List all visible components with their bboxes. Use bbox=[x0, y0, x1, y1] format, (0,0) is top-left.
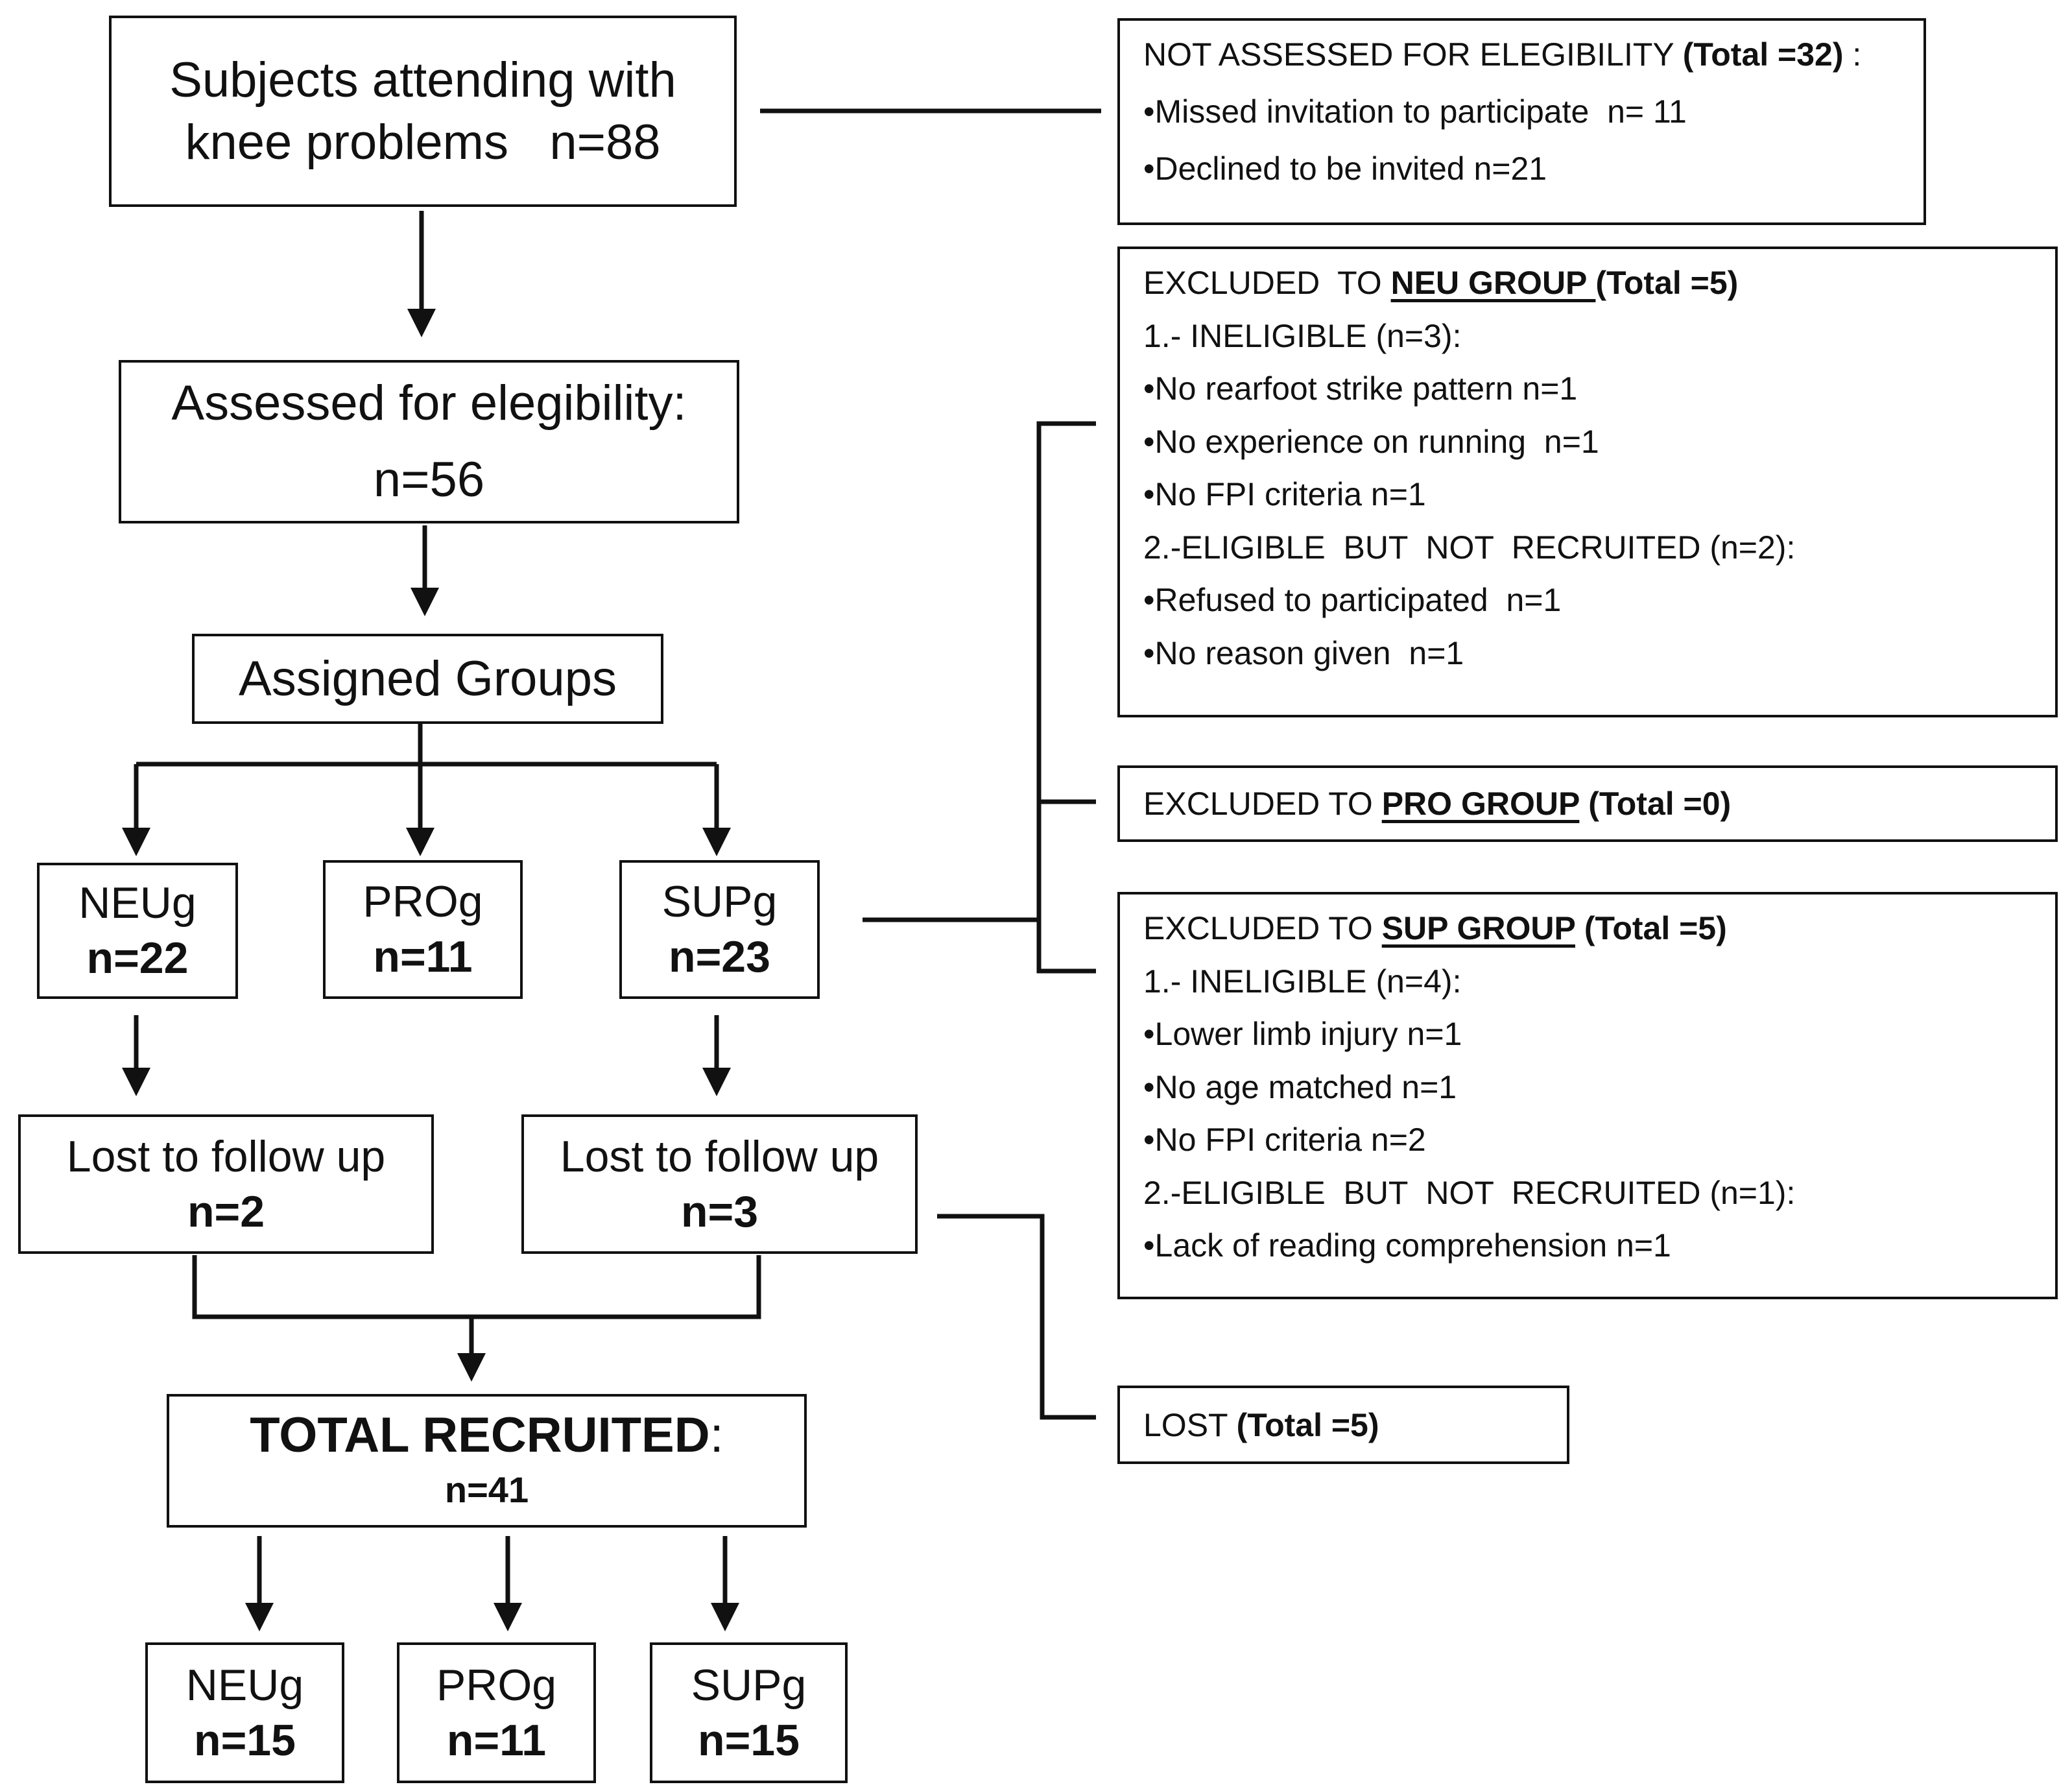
excluded-pro-group: PRO GROUP bbox=[1381, 786, 1580, 822]
line-to-lost bbox=[937, 1214, 1096, 1420]
arrowhead bbox=[122, 828, 150, 856]
excluded-neu-line: •No experience on running n=1 bbox=[1143, 423, 1599, 460]
excluded-sup-panel: EXCLUDED TO SUP GROUP (Total =5) 1.- INE… bbox=[1117, 892, 2058, 1299]
arrowhead bbox=[406, 828, 435, 856]
assigned-box: Assigned Groups bbox=[192, 634, 663, 724]
final-group-name: NEUg bbox=[185, 1660, 304, 1710]
excluded-neu-line: •Refused to participated n=1 bbox=[1143, 582, 1562, 618]
not-assessed-title: NOT ASSESSED FOR ELEGIBILITY (Total =32)… bbox=[1143, 36, 1862, 73]
bracket-exclusions bbox=[1036, 421, 1096, 974]
lost-followup-box-supg: Lost to follow up n=3 bbox=[521, 1114, 918, 1254]
group-name: NEUg bbox=[78, 878, 196, 928]
not-assessed-total: (Total =32) bbox=[1682, 36, 1844, 73]
arrowhead bbox=[407, 309, 436, 337]
subjects-line2: knee problems n=88 bbox=[185, 114, 661, 170]
group-count: n=22 bbox=[86, 933, 189, 983]
assigned-label: Assigned Groups bbox=[239, 651, 617, 706]
arrowhead bbox=[494, 1603, 522, 1631]
assessed-line1: Assessed for elegibility: bbox=[171, 376, 687, 431]
subjects-box: Subjects attending with knee problems n=… bbox=[109, 16, 737, 207]
excluded-pro-total: (Total =0) bbox=[1579, 786, 1732, 822]
excluded-neu-line: 2.-ELIGIBLE BUT NOT RECRUITED (n=2): bbox=[1143, 529, 1796, 566]
excluded-neu-line: •No reason given n=1 bbox=[1143, 634, 1464, 671]
lost-followup-count: n=2 bbox=[187, 1186, 265, 1236]
lost-followup-label: Lost to follow up bbox=[560, 1131, 879, 1181]
group-box-neug: NEUg n=22 bbox=[37, 863, 238, 999]
arrowhead bbox=[702, 828, 731, 856]
group-name: PROg bbox=[363, 877, 483, 926]
final-group-box-neug: NEUg n=15 bbox=[145, 1642, 344, 1783]
excluded-sup-group: SUP GROUP bbox=[1381, 910, 1575, 946]
total-label: TOTAL RECRUITED bbox=[250, 1408, 710, 1463]
final-group-count: n=15 bbox=[698, 1715, 800, 1765]
excluded-sup-line: •Lower limb injury n=1 bbox=[1143, 1016, 1462, 1052]
total-colon: : bbox=[709, 1408, 724, 1463]
excluded-pro-title: EXCLUDED TO PRO GROUP (Total =0) bbox=[1143, 786, 1732, 822]
final-group-name: SUPg bbox=[691, 1660, 807, 1710]
excluded-pro-panel: EXCLUDED TO PRO GROUP (Total =0) bbox=[1117, 765, 2058, 842]
final-group-name: PROg bbox=[436, 1660, 557, 1710]
group-count: n=11 bbox=[373, 932, 473, 981]
excluded-neu-group: NEU GROUP bbox=[1390, 265, 1596, 301]
excluded-sup-line: 1.- INELIGIBLE (n=4): bbox=[1143, 963, 1462, 1000]
lost-followup-count: n=3 bbox=[680, 1186, 759, 1236]
arrowheads bbox=[122, 309, 739, 1631]
final-group-count: n=11 bbox=[446, 1715, 547, 1765]
excluded-sup-line: •No age matched n=1 bbox=[1143, 1068, 1457, 1105]
assessed-box: Assessed for elegibility: n=56 bbox=[119, 360, 739, 523]
lost-title: LOST (Total =5) bbox=[1143, 1406, 1379, 1443]
excluded-sup-title: EXCLUDED TO SUP GROUP (Total =5) bbox=[1143, 910, 1727, 946]
arrowhead bbox=[122, 1068, 150, 1096]
excluded-sup-line: 2.-ELIGIBLE BUT NOT RECRUITED (n=1): bbox=[1143, 1174, 1796, 1211]
total-recruited-box: TOTAL RECRUITED: n=41 bbox=[167, 1394, 807, 1528]
group-name: SUPg bbox=[661, 877, 778, 926]
not-assessed-panel: NOT ASSESSED FOR ELEGIBILITY (Total =32)… bbox=[1117, 18, 1926, 225]
arrowhead bbox=[411, 588, 439, 616]
excluded-neu-line: •No rearfoot strike pattern n=1 bbox=[1143, 370, 1578, 407]
arrowhead bbox=[702, 1068, 731, 1096]
not-assessed-item: •Missed invitation to participate n= 11 bbox=[1143, 93, 1687, 130]
group-count: n=23 bbox=[669, 932, 770, 981]
excluded-neu-line: 1.- INELIGIBLE (n=3): bbox=[1143, 317, 1462, 354]
arrowhead bbox=[245, 1603, 274, 1631]
final-group-count: n=15 bbox=[194, 1715, 296, 1765]
assessed-count: n=56 bbox=[373, 452, 485, 507]
total-count: n=41 bbox=[444, 1469, 529, 1511]
final-group-box-supg: SUPg n=15 bbox=[650, 1642, 848, 1783]
final-group-box-prog: PROg n=11 bbox=[397, 1642, 596, 1783]
lost-followup-box-neug: Lost to follow up n=2 bbox=[18, 1114, 434, 1254]
excluded-sup-total: (Total =5) bbox=[1575, 910, 1727, 946]
not-assessed-item: •Declined to be invited n=21 bbox=[1143, 150, 1547, 187]
excluded-sup-line: •Lack of reading comprehension n=1 bbox=[1143, 1227, 1671, 1264]
group-box-prog: PROg n=11 bbox=[323, 860, 523, 999]
lost-followup-label: Lost to follow up bbox=[66, 1131, 386, 1181]
group-box-supg: SUPg n=23 bbox=[619, 860, 820, 999]
lost-total: (Total =5) bbox=[1236, 1406, 1379, 1443]
excluded-neu-total: (Total =5) bbox=[1595, 265, 1739, 301]
arrowhead bbox=[457, 1353, 486, 1382]
excluded-neu-line: •No FPI criteria n=1 bbox=[1143, 476, 1426, 512]
join-lost bbox=[192, 1255, 761, 1319]
excluded-sup-line: •No FPI criteria n=2 bbox=[1143, 1122, 1426, 1158]
excluded-neu-panel: EXCLUDED TO NEU GROUP (Total =5) 1.- INE… bbox=[1117, 246, 2058, 717]
lost-panel: LOST (Total =5) bbox=[1117, 1386, 1569, 1464]
excluded-neu-title: EXCLUDED TO NEU GROUP (Total =5) bbox=[1143, 265, 1739, 301]
arrowhead bbox=[711, 1603, 739, 1631]
subjects-line1: Subjects attending with bbox=[169, 52, 676, 108]
